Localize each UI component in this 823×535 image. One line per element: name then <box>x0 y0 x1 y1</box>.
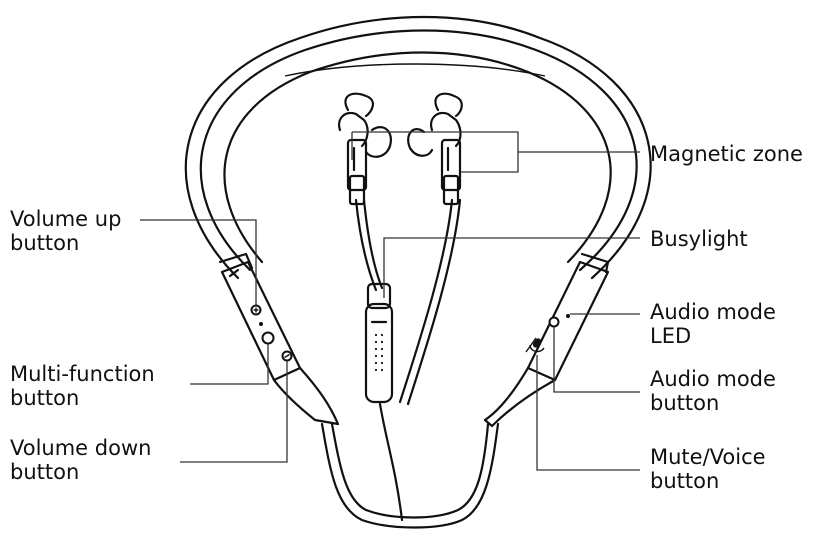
label-volume-up-button: Volume up button <box>10 207 122 255</box>
busylight-module <box>364 282 394 404</box>
multi-function-icon <box>261 331 275 345</box>
volume-up-icon <box>250 304 262 316</box>
label-audio-mode-button: Audio mode button <box>650 367 776 415</box>
left-control-unit <box>218 252 340 426</box>
status-led-dot-left <box>259 322 263 326</box>
right-control-unit <box>483 252 610 428</box>
left-earbud <box>338 92 392 206</box>
earbud-cables <box>354 198 462 522</box>
cable <box>320 422 500 529</box>
label-audio-mode-led: Audio mode LED <box>650 300 776 348</box>
label-busylight: Busylight <box>650 227 748 251</box>
right-earbud <box>407 92 463 206</box>
microphone-icon <box>525 337 545 353</box>
audio-mode-led-dot <box>566 314 570 318</box>
volume-down-icon <box>281 350 293 362</box>
label-magnetic-zone: Magnetic zone <box>650 142 803 166</box>
label-multi-function-button: Multi-function button <box>10 362 155 410</box>
label-mute-voice-button: Mute/Voice button <box>650 445 766 493</box>
label-volume-down-button: Volume down button <box>10 436 152 484</box>
leader-lines <box>140 131 640 471</box>
audio-mode-icon <box>548 316 560 328</box>
